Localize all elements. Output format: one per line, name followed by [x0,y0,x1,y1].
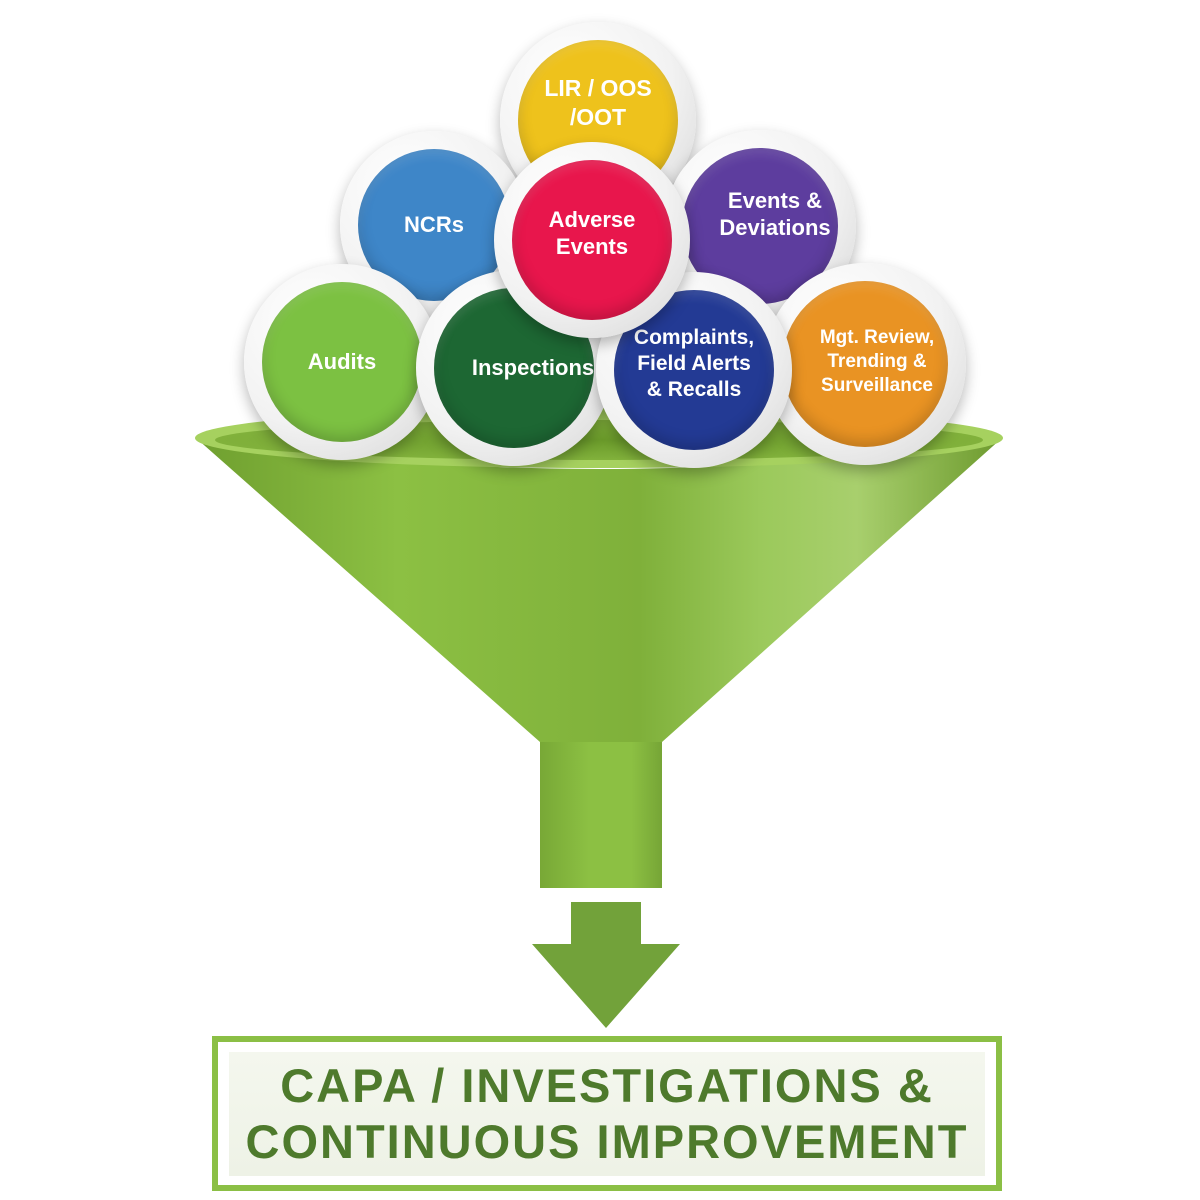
label-inspections: Inspections [471,355,595,381]
result-box: CAPA / INVESTIGATIONS & CONTINUOUS IMPRO… [212,1036,1002,1191]
bubble-audits-fill: Audits [262,282,422,442]
bubble-mgt-review: Mgt. Review, Trending & Surveillance [764,263,966,465]
funnel-cone [196,438,1002,742]
result-line-1: CAPA / INVESTIGATIONS & [280,1058,934,1112]
result-box-inner: CAPA / INVESTIGATIONS & CONTINUOUS IMPRO… [229,1051,985,1176]
label-audits: Audits [307,349,377,375]
label-mgt-review: Mgt. Review, Trending & Surveillance [819,327,935,396]
label-adverse-events: Adverse Events [548,206,636,260]
bubble-complaints-fill: Complaints, Field Alerts & Recalls [614,290,774,450]
bubble-adverse-events-fill: Adverse Events [512,160,672,320]
bubble-adverse-events: Adverse Events [494,142,690,338]
result-line-2: CONTINUOUS IMPROVEMENT [245,1114,969,1168]
bubble-audits: Audits [244,264,440,460]
label-complaints: Complaints, Field Alerts & Recalls [633,325,755,402]
label-lir-oos-oot: LIR / OOS /OOT [544,75,652,130]
bubble-mgt-review-fill: Mgt. Review, Trending & Surveillance [782,281,948,447]
bubble-complaints: Complaints, Field Alerts & Recalls [596,272,792,468]
funnel-spout [540,742,662,888]
label-events-deviations: Events & Deviations [719,187,831,241]
label-ncrs: NCRs [404,212,464,238]
down-arrow [532,902,680,1028]
